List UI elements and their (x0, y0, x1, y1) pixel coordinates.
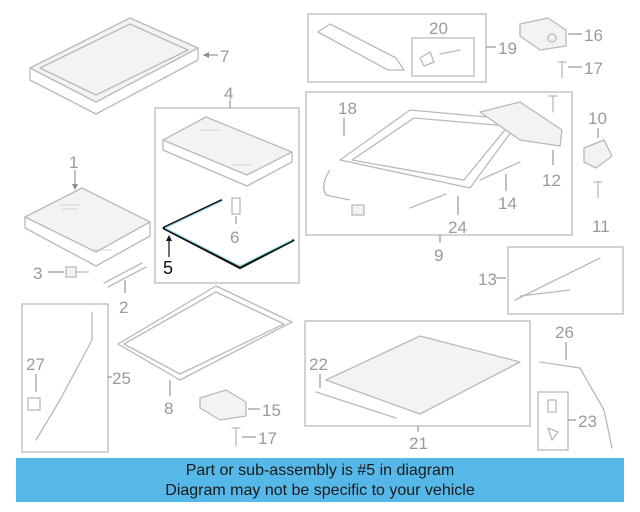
callout-2: 2 (119, 298, 128, 317)
callout-4: 4 (224, 84, 233, 103)
part-5-seal-highlighted (162, 199, 295, 270)
part-9-clip (351, 204, 365, 216)
part-6-clip (231, 197, 241, 215)
callout-12: 12 (542, 171, 561, 190)
callout-8: 8 (164, 399, 173, 418)
part-24-cable (409, 193, 447, 209)
callout-3: 3 (33, 264, 42, 283)
callout-17-top: 17 (584, 59, 603, 78)
part-13-linkage (514, 257, 601, 301)
part-10-bracket (583, 139, 613, 169)
callout-24: 24 (448, 218, 467, 237)
part-16-motor (519, 17, 567, 51)
callout-6: 6 (230, 228, 239, 247)
part-12-rail (479, 101, 563, 147)
callout-10: 10 (588, 109, 607, 128)
group-box-19 (307, 13, 487, 83)
callout-17-bottom: 17 (258, 429, 277, 448)
banner-line-2: Diagram may not be specific to your vehi… (165, 482, 475, 499)
group-box-13 (507, 246, 624, 315)
callout-1: 1 (69, 153, 78, 172)
callout-16: 16 (584, 26, 603, 45)
part-27-clip (27, 397, 41, 411)
callout-25: 25 (112, 369, 131, 388)
part-4-glass-panel (162, 116, 293, 187)
part-15-motor (199, 389, 247, 421)
group-box-25 (21, 303, 109, 453)
group-box-23 (537, 391, 569, 451)
part-17-screw-top (557, 61, 567, 79)
arrowhead-1 (72, 184, 78, 190)
callout-23: 23 (578, 412, 597, 431)
group-box-9 (305, 91, 573, 236)
callout-13: 13 (478, 270, 497, 289)
part-20-hardware (419, 49, 461, 67)
callout-11: 11 (592, 217, 610, 236)
callout-20: 20 (429, 19, 448, 38)
part-17-screw-bottom (231, 427, 241, 447)
part-7-glass-panel (29, 17, 199, 115)
group-box-20 (411, 37, 475, 77)
callout-18: 18 (338, 99, 357, 118)
part-22-strip (315, 391, 397, 419)
part-26-drain-hose (539, 361, 613, 449)
part-25-drain-hose (35, 311, 93, 441)
callout-22: 22 (309, 355, 328, 374)
part-9-frame (323, 109, 521, 201)
part-9-screw (548, 95, 558, 113)
callout-5: 5 (163, 258, 173, 278)
group-box-4 (154, 107, 300, 284)
callout-26: 26 (555, 323, 574, 342)
part-23-fasteners (547, 399, 559, 441)
part-1-glass-panel (24, 187, 151, 267)
part-21-sunshade (325, 335, 521, 415)
part-14-strip (479, 161, 521, 181)
callout-9: 9 (434, 246, 443, 265)
arrowhead-5 (166, 235, 172, 241)
callout-14: 14 (498, 194, 517, 213)
arrowhead-7 (203, 52, 209, 58)
part-2-strip (103, 262, 147, 288)
part-3-bolt (65, 266, 89, 278)
callout-15: 15 (262, 401, 281, 420)
callout-27: 27 (26, 355, 45, 374)
part-info-banner: Part or sub-assembly is #5 in diagram Di… (16, 458, 624, 502)
part-11-screw (593, 181, 603, 199)
part-8-weatherstrip-inner (123, 291, 285, 375)
banner-line-1: Part or sub-assembly is #5 in diagram (185, 462, 455, 479)
part-8-weatherstrip (117, 285, 293, 381)
callout-19: 19 (498, 39, 517, 58)
callout-7: 7 (220, 47, 229, 66)
part-19-deflector (317, 23, 405, 71)
callout-21: 21 (409, 434, 428, 453)
